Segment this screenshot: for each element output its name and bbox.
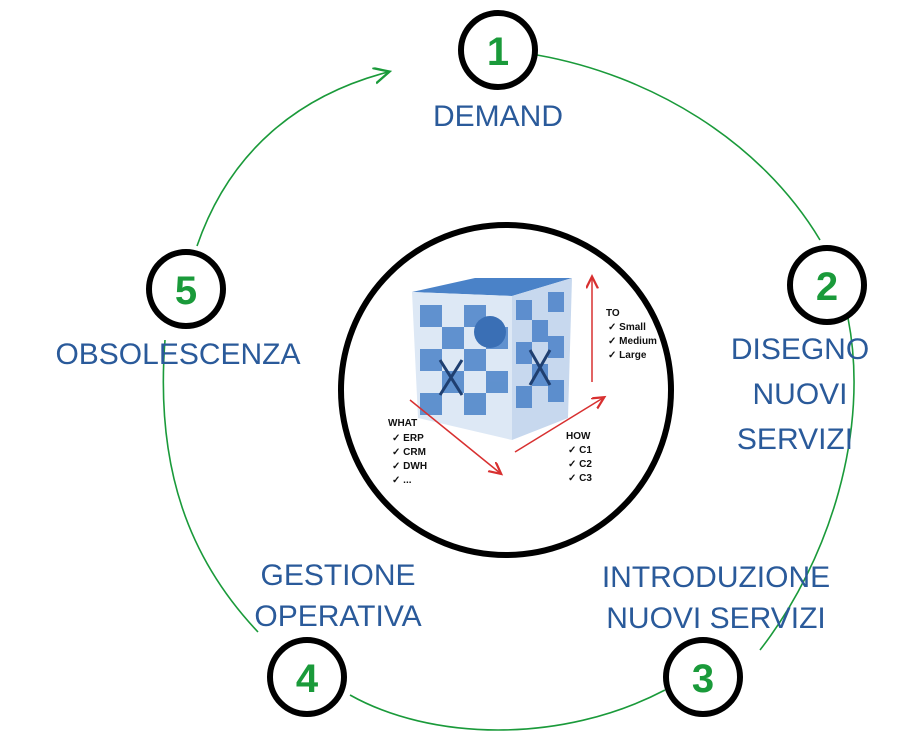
svg-text:GESTIONE: GESTIONE	[260, 559, 415, 592]
to-item: ✓ Large	[608, 350, 647, 361]
cube-illustration: WHAT ✓ ERP ✓ CRM ✓ DWH ✓ ... HOW ✓ C1 ✓ …	[388, 278, 657, 486]
to-title: TO	[606, 308, 620, 319]
svg-text:DEMAND: DEMAND	[433, 100, 563, 133]
step-number: 4	[296, 657, 319, 701]
step-number: 2	[816, 265, 838, 309]
label-demand: DEMAND	[433, 100, 563, 133]
cube-axes	[409, 278, 603, 473]
svg-text:OBSOLESCENZA: OBSOLESCENZA	[55, 338, 300, 371]
cube-top-face	[412, 278, 572, 296]
cube-corner-knob	[474, 316, 506, 348]
arc-demand-to-disegno	[536, 54, 821, 241]
label-obsolescenza: OBSOLESCENZA	[55, 338, 300, 371]
arc-gestione-to-obsolescenza	[162, 339, 259, 633]
what-item: ✓ CRM	[392, 447, 426, 458]
svg-text:INTRODUZIONE: INTRODUZIONE	[602, 561, 830, 594]
what-item: ✓ ...	[392, 475, 412, 486]
cycle-arcs	[162, 54, 855, 731]
step-3: 3	[663, 637, 743, 717]
axis-how-arrow	[514, 398, 603, 453]
step-5: 5	[146, 249, 226, 329]
svg-text:NUOVI: NUOVI	[752, 378, 847, 411]
label-gestione: GESTIONE OPERATIVA	[254, 559, 421, 633]
step-2: 2	[787, 245, 867, 325]
cube-x-left-icon	[438, 359, 464, 396]
label-disegno: DISEGNO NUOVI SERVIZI	[731, 333, 869, 456]
how-item: ✓ C1	[568, 445, 592, 456]
step-1: 1	[458, 10, 538, 90]
svg-text:DISEGNO: DISEGNO	[731, 333, 869, 366]
arc-obsolescenza-to-demand	[196, 72, 388, 247]
how-item: ✓ C3	[568, 473, 592, 484]
what-title: WHAT	[388, 418, 417, 429]
center-circle: WHAT ✓ ERP ✓ CRM ✓ DWH ✓ ... HOW ✓ C1 ✓ …	[338, 222, 674, 558]
label-introduzione: INTRODUZIONE NUOVI SERVIZI	[602, 561, 830, 635]
step-4: 4	[267, 637, 347, 717]
to-item: ✓ Medium	[608, 336, 657, 347]
to-item: ✓ Small	[608, 322, 646, 333]
step-number: 3	[692, 657, 714, 701]
how-title: HOW	[566, 431, 591, 442]
what-item: ✓ DWH	[392, 461, 427, 472]
step-number: 5	[175, 269, 197, 313]
step-number: 1	[487, 30, 509, 74]
cube-x-right-icon	[528, 349, 552, 386]
how-item: ✓ C2	[568, 459, 592, 470]
svg-text:NUOVI SERVIZI: NUOVI SERVIZI	[606, 602, 826, 635]
arc-disegno-to-introduzione	[759, 317, 855, 651]
svg-text:SERVIZI: SERVIZI	[737, 423, 853, 456]
axis-what-arrow	[409, 399, 500, 473]
arc-introduzione-to-gestione	[349, 689, 666, 731]
svg-text:OPERATIVA: OPERATIVA	[254, 600, 421, 633]
what-item: ✓ ERP	[392, 433, 424, 444]
